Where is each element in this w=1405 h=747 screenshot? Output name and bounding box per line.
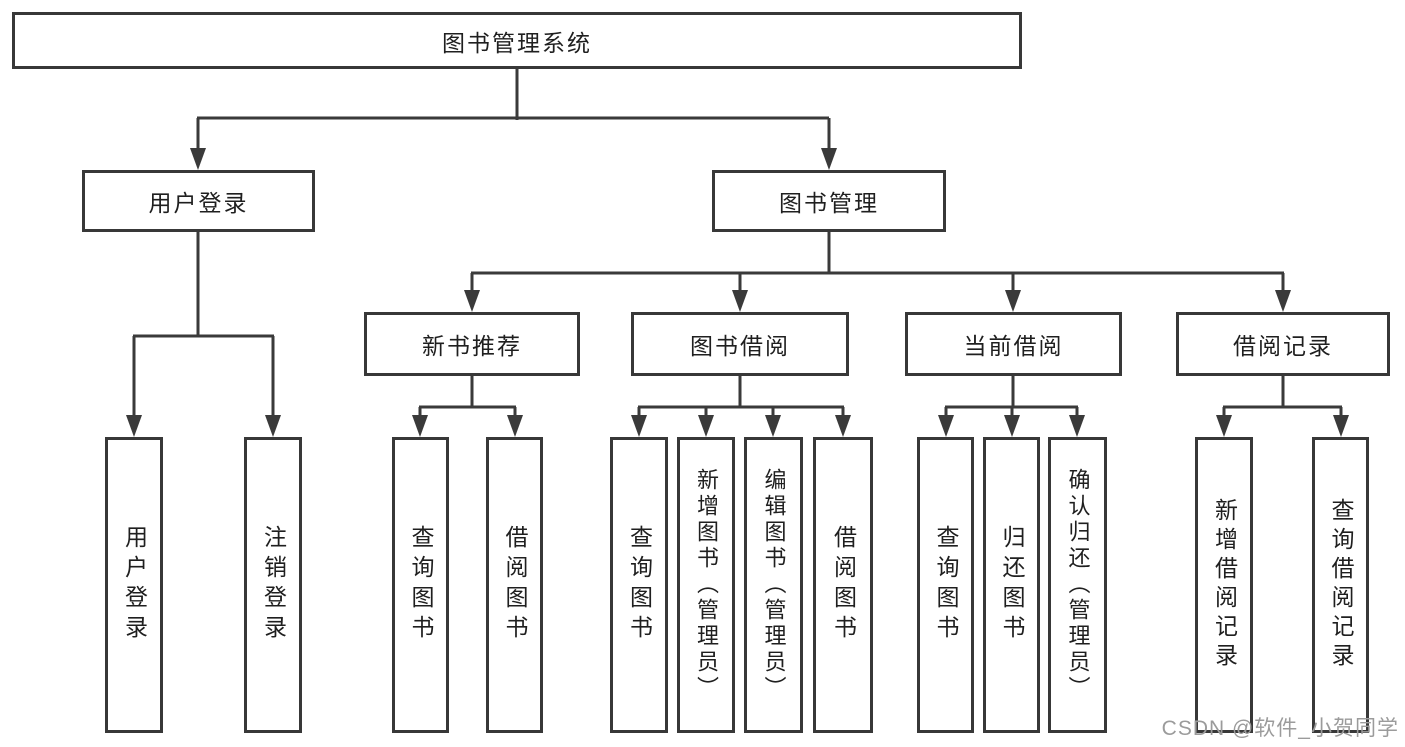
node-current-borrow: 当前借阅: [905, 312, 1122, 376]
node-label: 新书推荐: [422, 333, 522, 359]
leaf-edit-book-admin: 编辑图书（管理员）: [744, 437, 803, 733]
leaf-label: 新增图书（管理员）: [694, 468, 719, 702]
leaf-borrow-books-1: 借阅图书: [486, 437, 543, 733]
leaf-query-books-2: 查询图书: [610, 437, 668, 733]
leaf-label: 新增借阅记录: [1211, 498, 1238, 672]
leaf-label: 查询图书: [626, 525, 653, 645]
leaf-query-books-3: 查询图书: [917, 437, 974, 733]
node-new-book-recommend: 新书推荐: [364, 312, 580, 376]
leaf-add-borrow-record: 新增借阅记录: [1195, 437, 1253, 733]
node-label: 图书管理系统: [442, 29, 592, 56]
node-book-borrow: 图书借阅: [631, 312, 849, 376]
leaf-user-login: 用户登录: [105, 437, 163, 733]
leaf-label: 归还图书: [999, 525, 1025, 645]
node-borrow-records: 借阅记录: [1176, 312, 1390, 376]
leaf-label: 编辑图书（管理员）: [761, 468, 787, 702]
leaf-label: 用户登录: [121, 525, 148, 645]
leaf-confirm-return-admin: 确认归还（管理员）: [1048, 437, 1107, 733]
node-label: 图书管理: [779, 190, 879, 216]
node-user-login-branch: 用户登录: [82, 170, 315, 232]
node-label: 当前借阅: [963, 333, 1064, 359]
leaf-query-books-1: 查询图书: [392, 437, 449, 733]
node-label: 图书借阅: [690, 333, 790, 359]
leaf-label: 查询图书: [408, 525, 434, 645]
node-root-system: 图书管理系统: [12, 12, 1022, 69]
leaf-label: 借阅图书: [502, 525, 528, 645]
leaf-add-book-admin: 新增图书（管理员）: [677, 437, 735, 733]
node-label: 用户登录: [148, 190, 249, 216]
watermark: CSDN @软件_小贺同学: [1161, 717, 1399, 740]
leaf-label: 查询图书: [933, 525, 959, 645]
leaf-logout: 注销登录: [244, 437, 302, 733]
leaf-label: 确认归还（管理员）: [1065, 468, 1091, 702]
node-label: 借阅记录: [1233, 333, 1333, 359]
leaf-query-borrow-record: 查询借阅记录: [1312, 437, 1369, 733]
leaf-label: 查询借阅记录: [1328, 498, 1354, 672]
node-book-management-branch: 图书管理: [712, 170, 946, 232]
leaf-borrow-books-2: 借阅图书: [813, 437, 873, 733]
leaf-label: 注销登录: [260, 525, 287, 645]
leaf-return-book: 归还图书: [983, 437, 1040, 733]
leaf-label: 借阅图书: [830, 525, 857, 645]
